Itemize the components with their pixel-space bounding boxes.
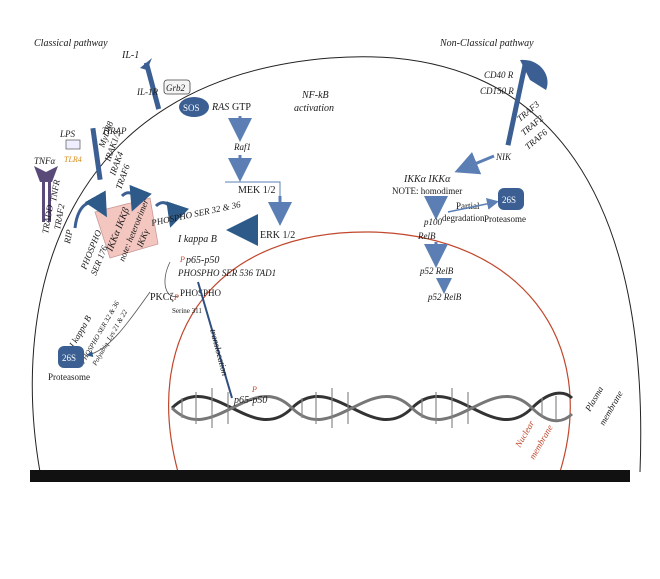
proteasome-classical-label: Proteasome xyxy=(48,372,90,382)
pkc-p-marker: P xyxy=(173,293,179,302)
ikk-to-nfkb-arc xyxy=(164,261,179,297)
proteasome-classical-icon xyxy=(58,346,84,368)
arrow-nik-ikk xyxy=(454,152,495,175)
nc-degradation-label: degradation xyxy=(442,213,485,223)
plasma-membrane-label-1: Plasma xyxy=(583,384,606,414)
pkc-label: PKCζ xyxy=(150,292,174,303)
cd150r-label: CD150 R xyxy=(480,86,514,96)
dna-helix-icon xyxy=(170,388,574,428)
translocation-label: translocation xyxy=(208,328,230,377)
lps-label: LPS xyxy=(59,129,76,139)
nc-relb-label: RelB xyxy=(417,231,436,241)
arrow-tnfr-ikk xyxy=(73,190,107,229)
nc-note-label: NOTE: homodimer xyxy=(392,186,462,196)
il1r-receptor-icon xyxy=(143,62,162,110)
rip-label: RIP xyxy=(62,228,75,245)
nfkb-title-line2: activation xyxy=(294,103,334,114)
non-classical-pathway-label: Non-Classical pathway xyxy=(439,38,534,49)
cd40-receptor-icon xyxy=(505,64,528,146)
grb2-label: Grb2 xyxy=(166,83,186,93)
nik-label: NIK xyxy=(495,152,512,162)
tnfa-label: TNFα xyxy=(34,156,56,166)
sos-ellipse xyxy=(179,97,209,117)
ras-label: RAS xyxy=(211,102,229,113)
nc-partial-label: Partial xyxy=(456,201,480,211)
nc-ikk-label: IKKα IKKα xyxy=(403,174,451,185)
nfkb-p-marker: P xyxy=(179,255,185,264)
nuclear-membrane xyxy=(168,231,571,473)
ikb-degradation-arrow xyxy=(86,291,151,358)
nc-p100-label: p100 xyxy=(423,217,443,227)
proteasome-classical-26s: 26S xyxy=(62,353,76,363)
arrow-traf6-ikk xyxy=(120,184,152,212)
dna-p65p50-label: p65-p50 xyxy=(233,395,267,406)
mek-bracket xyxy=(225,181,281,196)
nfkb-phospho-ser536-label: PHOSPHO SER 536 TAD1 xyxy=(177,268,276,278)
ikk-ikappab-label: I kappa B xyxy=(177,234,217,245)
arrow-p100-proteasome xyxy=(447,197,499,213)
tlr4-label: TLR4 xyxy=(64,155,82,164)
tnfr-receptor-icon-2 xyxy=(48,182,51,222)
il1-label: IL-1 xyxy=(121,50,139,61)
erk-label: ERK 1/2 xyxy=(260,230,295,241)
tnfr-receptor-icon-1 xyxy=(42,182,45,222)
proteasome-nc-icon xyxy=(498,188,524,210)
nc-p52relb-label-2: p52 RelB xyxy=(427,292,462,302)
arrow-traf2-ikk xyxy=(154,201,190,228)
tnfr-label: TNFR xyxy=(48,178,62,202)
cd40r-label: CD40 R xyxy=(484,70,514,80)
grb2-box xyxy=(163,79,191,95)
nfkb-title-line1: NF-kB xyxy=(301,90,329,101)
sos-label: SOS xyxy=(183,103,200,113)
dna-p-marker: P xyxy=(251,385,257,394)
il1r-label: IL-1R xyxy=(136,87,158,97)
raf1-label: Raf1 xyxy=(233,142,251,152)
translocation-line xyxy=(197,281,233,399)
floor-bar xyxy=(30,470,630,482)
classical-pathway-label: Classical pathway xyxy=(34,38,108,49)
mek-label: MEK 1/2 xyxy=(238,185,276,196)
lps-box xyxy=(65,139,81,150)
gtp-label: GTP xyxy=(232,102,251,113)
traf2-label: TRAF2 xyxy=(52,203,66,231)
proteasome-nc-26s: 26S xyxy=(502,195,516,205)
tnfa-ligand-icon xyxy=(34,166,58,182)
tlr4-receptor-icon xyxy=(90,127,103,181)
plasma-membrane xyxy=(31,56,642,473)
serine311-label: Serine 311 xyxy=(172,307,202,315)
nfkb-p65p50-label: p65-p50 xyxy=(185,255,219,266)
proteasome-nc-label: Proteasome xyxy=(484,214,526,224)
nc-p52relb-label-1: p52 RelB xyxy=(419,266,454,276)
tirap-label: TIRAP xyxy=(102,126,127,136)
